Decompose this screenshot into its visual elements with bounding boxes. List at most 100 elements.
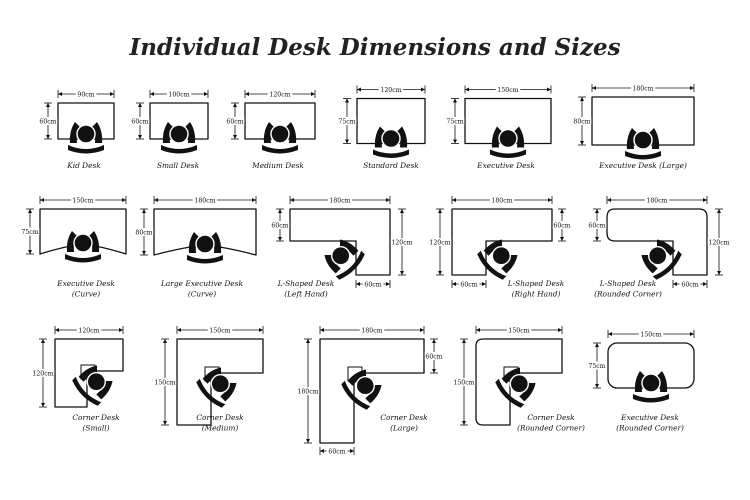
dimension-label: 100cm: [168, 91, 189, 98]
dimension-arrow: [357, 87, 361, 92]
dimension-arrow: [350, 449, 354, 453]
person-shoulders: [335, 250, 365, 280]
desk-label: L-Shaped Desk: [507, 279, 565, 288]
dimension-arrow: [259, 328, 263, 332]
dimension-label-bg: [270, 221, 290, 229]
dimension-arrow: [452, 198, 456, 202]
dimension-arrow: [204, 92, 208, 96]
dimension-arrow: [438, 209, 442, 213]
person-arm: [649, 128, 660, 149]
dimension-label-bg: [362, 280, 384, 288]
dimension-label: 120cm: [269, 91, 290, 98]
dimension-label: 60cm: [131, 118, 148, 125]
desk-label: (Small): [83, 424, 110, 433]
person-top-view-icon: [341, 369, 382, 410]
person-arm: [634, 371, 645, 392]
dimension-label-bg: [296, 387, 320, 395]
dimension-arrow: [703, 282, 707, 286]
dimension-arrow: [356, 282, 360, 286]
dimension-label-bg: [644, 196, 670, 204]
dimension-label: 150cm: [154, 379, 175, 386]
dimension-arrow: [462, 421, 466, 425]
person-shoulders: [341, 380, 371, 410]
dimension-arrow: [476, 328, 480, 332]
dimension-label-bg: [38, 117, 58, 125]
dimension-arrow: [547, 87, 551, 92]
dimension-arrow: [177, 328, 181, 332]
dimension-arrow: [420, 328, 424, 332]
person-arm: [286, 122, 297, 143]
dimension-arrow: [142, 251, 146, 255]
person-arm: [657, 239, 676, 256]
person-arm: [519, 383, 536, 402]
dimension-arrow: [154, 198, 158, 202]
dimension-label: 60cm: [364, 281, 381, 288]
dimension-arrow: [345, 98, 349, 103]
dimension-arrow: [608, 332, 612, 336]
person-top-view-icon: [68, 122, 104, 154]
desk-label: (Curve): [188, 290, 216, 299]
desk-label: Corner Desk: [72, 413, 120, 422]
person-top-view-icon: [161, 122, 197, 154]
person-shoulders: [490, 149, 526, 158]
dimension-label: 150cm: [497, 87, 518, 94]
person-top-view-icon: [373, 126, 409, 158]
dimension-arrow: [595, 209, 599, 213]
desk-label: (Curve): [72, 290, 100, 299]
dimension-arrow: [717, 271, 721, 275]
desk-label: (Left Hand): [284, 290, 328, 299]
dimension-label-bg: [326, 447, 348, 455]
dimension-arrow: [400, 209, 404, 213]
dimension-arrow: [28, 250, 32, 254]
dimension-label-bg: [20, 227, 40, 236]
dimension-label-bg: [458, 280, 480, 288]
desk-label: Corner Desk: [527, 413, 575, 422]
person-head: [498, 128, 518, 149]
person-arm: [263, 122, 274, 143]
dimension-label: 60cm: [39, 118, 56, 125]
dimension-arrow: [233, 103, 237, 107]
desk-outline: [451, 208, 553, 276]
dimension-arrow: [560, 209, 564, 213]
dimension-arrow: [717, 209, 721, 213]
person-arm: [188, 232, 199, 253]
dimension-arrow: [119, 328, 123, 332]
dimension-arrow: [400, 271, 404, 275]
dimension-label-bg: [31, 369, 55, 377]
desk-label: (Right Hand): [512, 290, 561, 299]
person-arm: [365, 385, 382, 404]
person-shoulders: [625, 151, 661, 160]
dimension-arrow: [110, 92, 114, 96]
dimension-label-bg: [359, 326, 385, 334]
person-arm: [324, 255, 341, 274]
dimension-arrow: [58, 92, 62, 96]
dimension-label-bg: [75, 90, 97, 98]
dimension-label: 120cm: [78, 327, 99, 334]
person-head: [633, 130, 653, 150]
dimension-arrow: [386, 282, 390, 286]
person-arm: [185, 122, 196, 143]
dimension-label: 90cm: [77, 91, 94, 98]
person-arm: [501, 367, 520, 384]
dimension-label: 180cm: [491, 197, 512, 204]
person-shoulders: [68, 145, 104, 154]
person-top-view-icon: [633, 371, 669, 403]
person-head: [648, 246, 668, 266]
dimension-arrow: [432, 369, 436, 373]
dimension-arrow: [580, 97, 584, 101]
dimension-label: 80cm: [573, 118, 590, 125]
dimension-arrow: [163, 421, 167, 425]
dimension-arrow: [306, 439, 310, 443]
person-shoulders: [196, 378, 226, 408]
dimension-arrow: [421, 87, 425, 92]
person-head: [641, 373, 661, 393]
dimension-label-bg: [76, 326, 102, 334]
dimension-label: 60cm: [681, 281, 698, 288]
dimension-label-bg: [267, 90, 293, 98]
